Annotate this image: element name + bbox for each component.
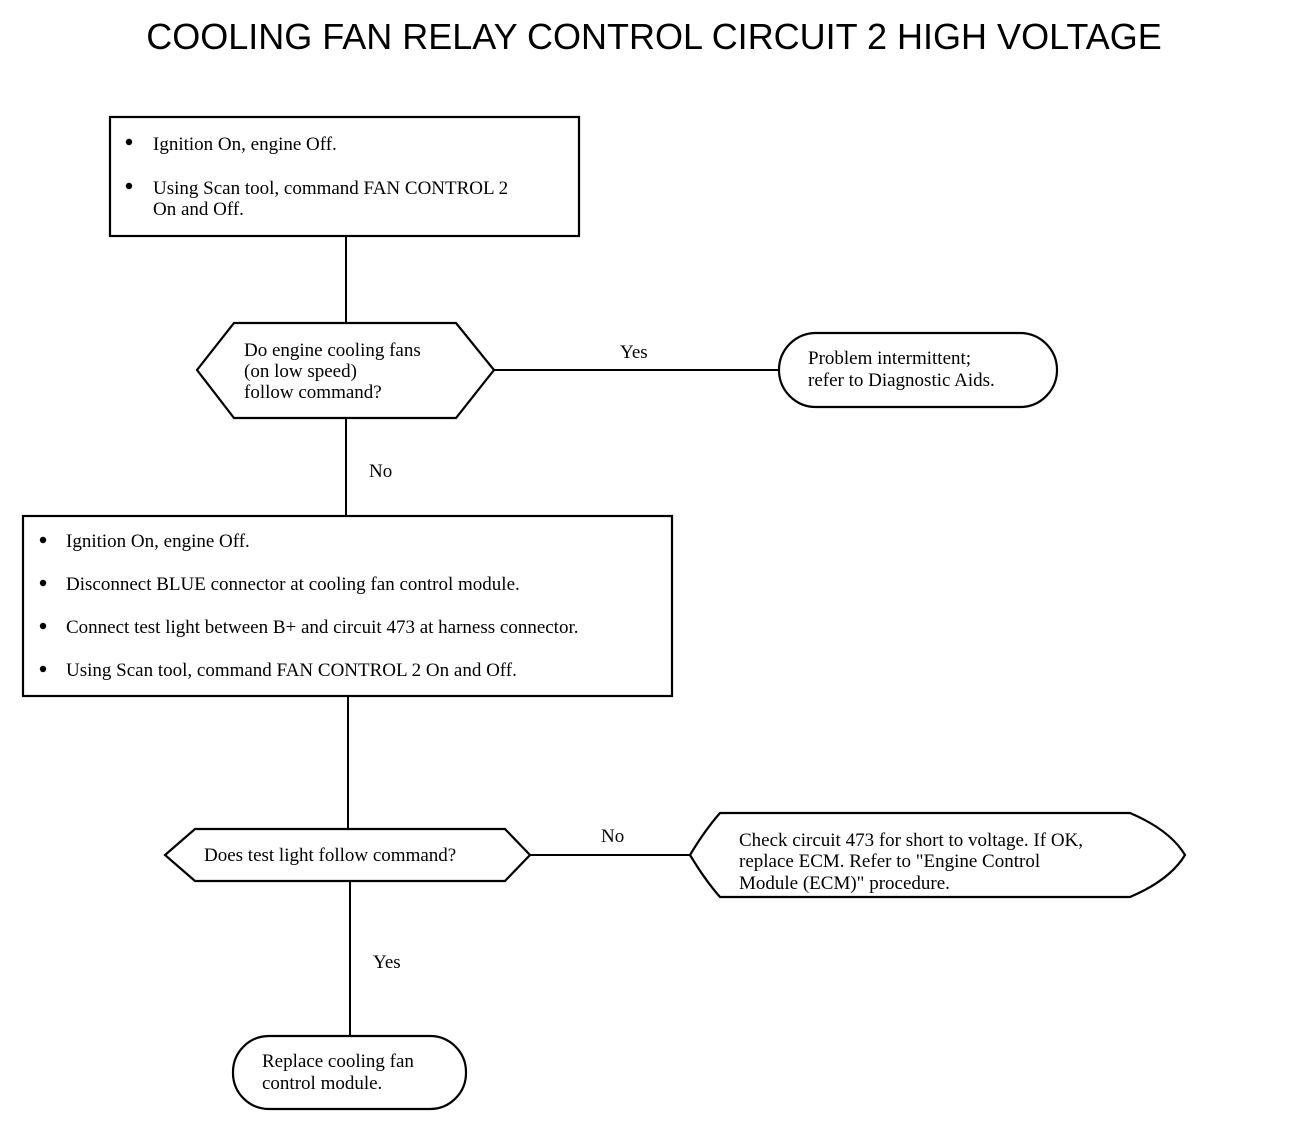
result2-line-1: Check circuit 473 for short to voltage. … <box>739 830 1083 851</box>
result1-terminal: Problem intermittent; refer to Diagnosti… <box>777 331 1059 409</box>
page-title: COOLING FAN RELAY CONTROL CIRCUIT 2 HIGH… <box>146 16 1162 57</box>
step1-bullet-2-line-2: On and Off. <box>153 199 244 220</box>
result2-line-3: Module (ECM)" procedure. <box>739 873 950 894</box>
step2-bullet-3: Connect test light between B+ and circui… <box>66 617 579 638</box>
result1-line-2: refer to Diagnostic Aids. <box>808 370 995 391</box>
result3-terminal: Replace cooling fan control module. <box>231 1034 468 1111</box>
result3-line-1: Replace cooling fan <box>262 1051 414 1072</box>
step2-box: Ignition On, engine Off. Disconnect BLUE… <box>21 514 674 698</box>
step2-bullet-4: Using Scan tool, command FAN CONTROL 2 O… <box>66 660 517 681</box>
decision1-yes-label: Yes <box>620 342 648 363</box>
step1-bullet-1-line-1: Ignition On, engine Off. <box>153 134 337 155</box>
step1-box: Ignition On, engine Off. Using Scan tool… <box>108 115 581 238</box>
svg-text:Using Scan tool, command FAN C: Using Scan tool, command FAN CONTROL 2 <box>153 178 508 199</box>
result1-line-1: Problem intermittent; <box>808 348 971 369</box>
decision1-line-2: (on low speed) <box>244 361 357 382</box>
decision2-yes-label: Yes <box>373 952 401 973</box>
step1-bullet-2-line-1: Using Scan tool, command FAN CONTROL 2 <box>153 178 508 199</box>
decision2-no-label: No <box>601 826 624 847</box>
bullet-icon <box>39 665 47 673</box>
bullet-icon <box>39 536 47 544</box>
svg-text:On and Off.: On and Off. <box>153 199 244 220</box>
result2-line-2: replace ECM. Refer to "Engine Control <box>739 851 1040 872</box>
decision1-line-1: Do engine cooling fans <box>244 340 421 361</box>
decision1-line-3: follow command? <box>244 382 382 403</box>
bullet-icon <box>125 182 133 190</box>
svg-text:Ignition On, engine Off.: Ignition On, engine Off. <box>153 134 337 155</box>
decision1-hexagon: Do engine cooling fans (on low speed) fo… <box>195 321 496 420</box>
decision2-hexagon: Does test light follow command? <box>163 827 532 883</box>
result2-terminal: Check circuit 473 for short to voltage. … <box>688 811 1187 899</box>
result3-line-2: control module. <box>262 1073 382 1094</box>
decision1-no-label: No <box>369 461 392 482</box>
bullet-icon <box>39 622 47 630</box>
bullet-icon <box>39 579 47 587</box>
bullet-icon <box>125 138 133 146</box>
step2-bullet-1: Ignition On, engine Off. <box>66 531 250 552</box>
decision2-line-1: Does test light follow command? <box>204 845 456 866</box>
step2-bullet-2: Disconnect BLUE connector at cooling fan… <box>66 574 520 595</box>
